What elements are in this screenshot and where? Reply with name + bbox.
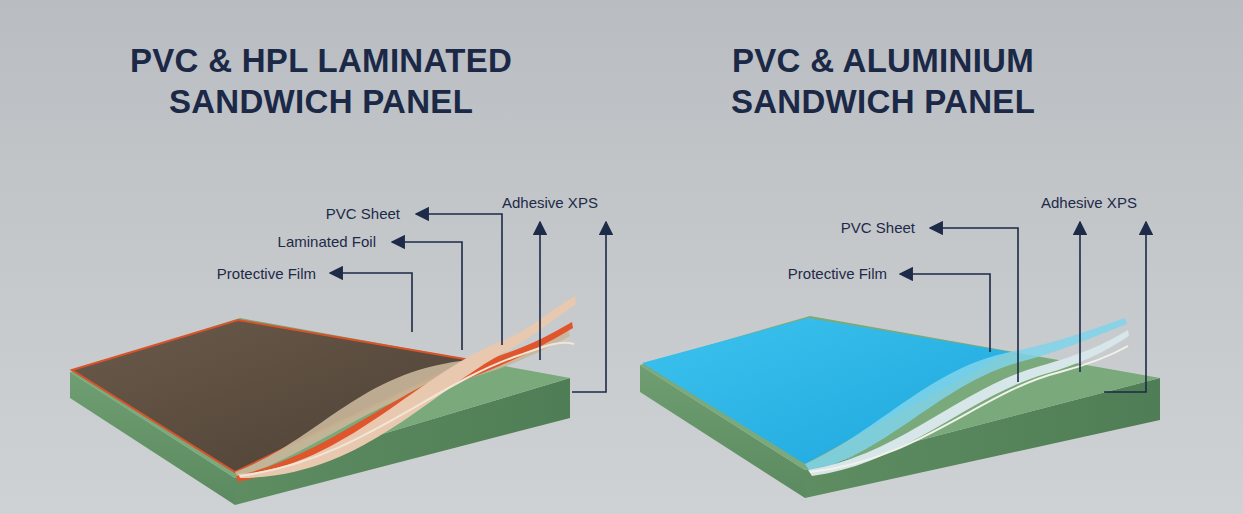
layer-label: PVC Sheet bbox=[326, 205, 400, 223]
layer-label: Protective Film bbox=[788, 265, 887, 283]
hpl-panel bbox=[70, 296, 576, 505]
layer-label: Adhesive XPS bbox=[502, 194, 598, 212]
panel-title: PVC & HPL LAMINATED SANDWICH PANEL bbox=[86, 40, 556, 122]
aluminium-panel bbox=[640, 316, 1160, 498]
layer-label: Adhesive XPS bbox=[1041, 194, 1137, 212]
leader-lines bbox=[900, 222, 1146, 392]
panel-title: PVC & ALUMINIUM SANDWICH PANEL bbox=[658, 40, 1108, 122]
layer-label: Laminated Foil bbox=[278, 233, 376, 251]
layer-label: PVC Sheet bbox=[841, 219, 915, 237]
layer-label: Protective Film bbox=[217, 265, 316, 283]
